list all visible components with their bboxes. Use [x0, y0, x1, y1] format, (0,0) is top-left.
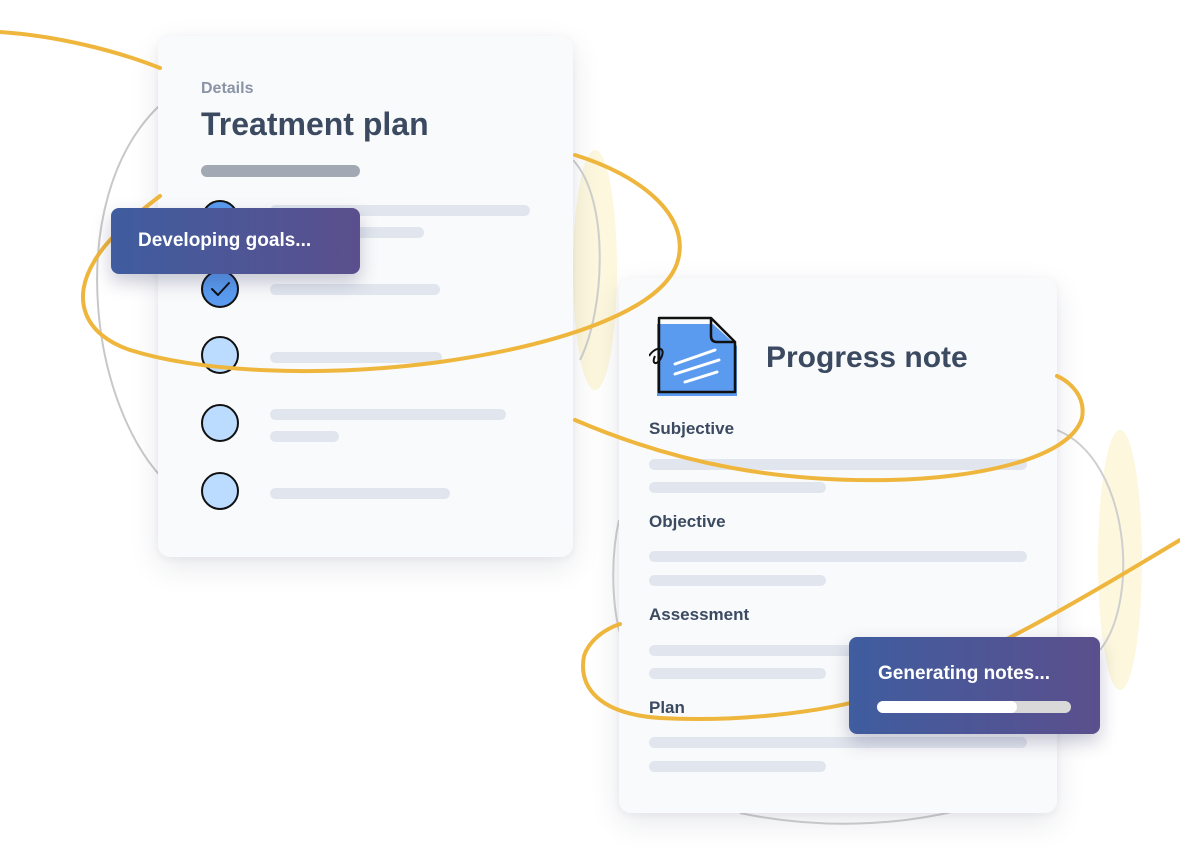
- section-assessment: Assessment: [649, 605, 750, 624]
- note-text-placeholder: [649, 551, 1027, 562]
- goal-text-placeholder: [270, 205, 530, 216]
- goal-text-placeholder: [270, 284, 440, 295]
- section-plan: Plan: [649, 698, 685, 717]
- progress-note-title: Progress note: [766, 341, 968, 374]
- check-icon: [211, 282, 230, 296]
- note-text-placeholder: [649, 459, 1027, 470]
- section-objective: Objective: [649, 512, 726, 531]
- goal-text-placeholder: [270, 488, 450, 499]
- treatment-plan-title: Treatment plan: [201, 106, 429, 142]
- developing-goals-label: Developing goals...: [138, 230, 312, 251]
- goal-text-placeholder: [270, 409, 506, 420]
- goal-text-placeholder: [270, 352, 442, 363]
- generating-progress-bar: [877, 701, 1071, 713]
- goal-checkbox-5[interactable]: [201, 472, 239, 510]
- details-label: Details: [201, 80, 254, 97]
- note-text-placeholder: [649, 668, 826, 679]
- note-text-placeholder: [649, 737, 1027, 748]
- generating-progress-fill: [877, 701, 1017, 713]
- treatment-plan-card: Details Treatment plan: [158, 36, 573, 557]
- goal-text-placeholder: [270, 431, 339, 442]
- section-subjective: Subjective: [649, 419, 735, 438]
- note-text-placeholder: [649, 575, 826, 586]
- note-text-placeholder: [649, 761, 826, 772]
- document-icon: [649, 316, 737, 396]
- goal-checkbox-2[interactable]: [201, 270, 239, 308]
- goal-checkbox-4[interactable]: [201, 404, 239, 442]
- header-placeholder-bar: [201, 165, 360, 177]
- developing-goals-status: Developing goals...: [111, 208, 360, 274]
- generating-notes-status: Generating notes...: [849, 637, 1100, 734]
- note-text-placeholder: [649, 482, 826, 493]
- generating-notes-label: Generating notes...: [878, 663, 1051, 684]
- note-text-placeholder: [649, 645, 899, 656]
